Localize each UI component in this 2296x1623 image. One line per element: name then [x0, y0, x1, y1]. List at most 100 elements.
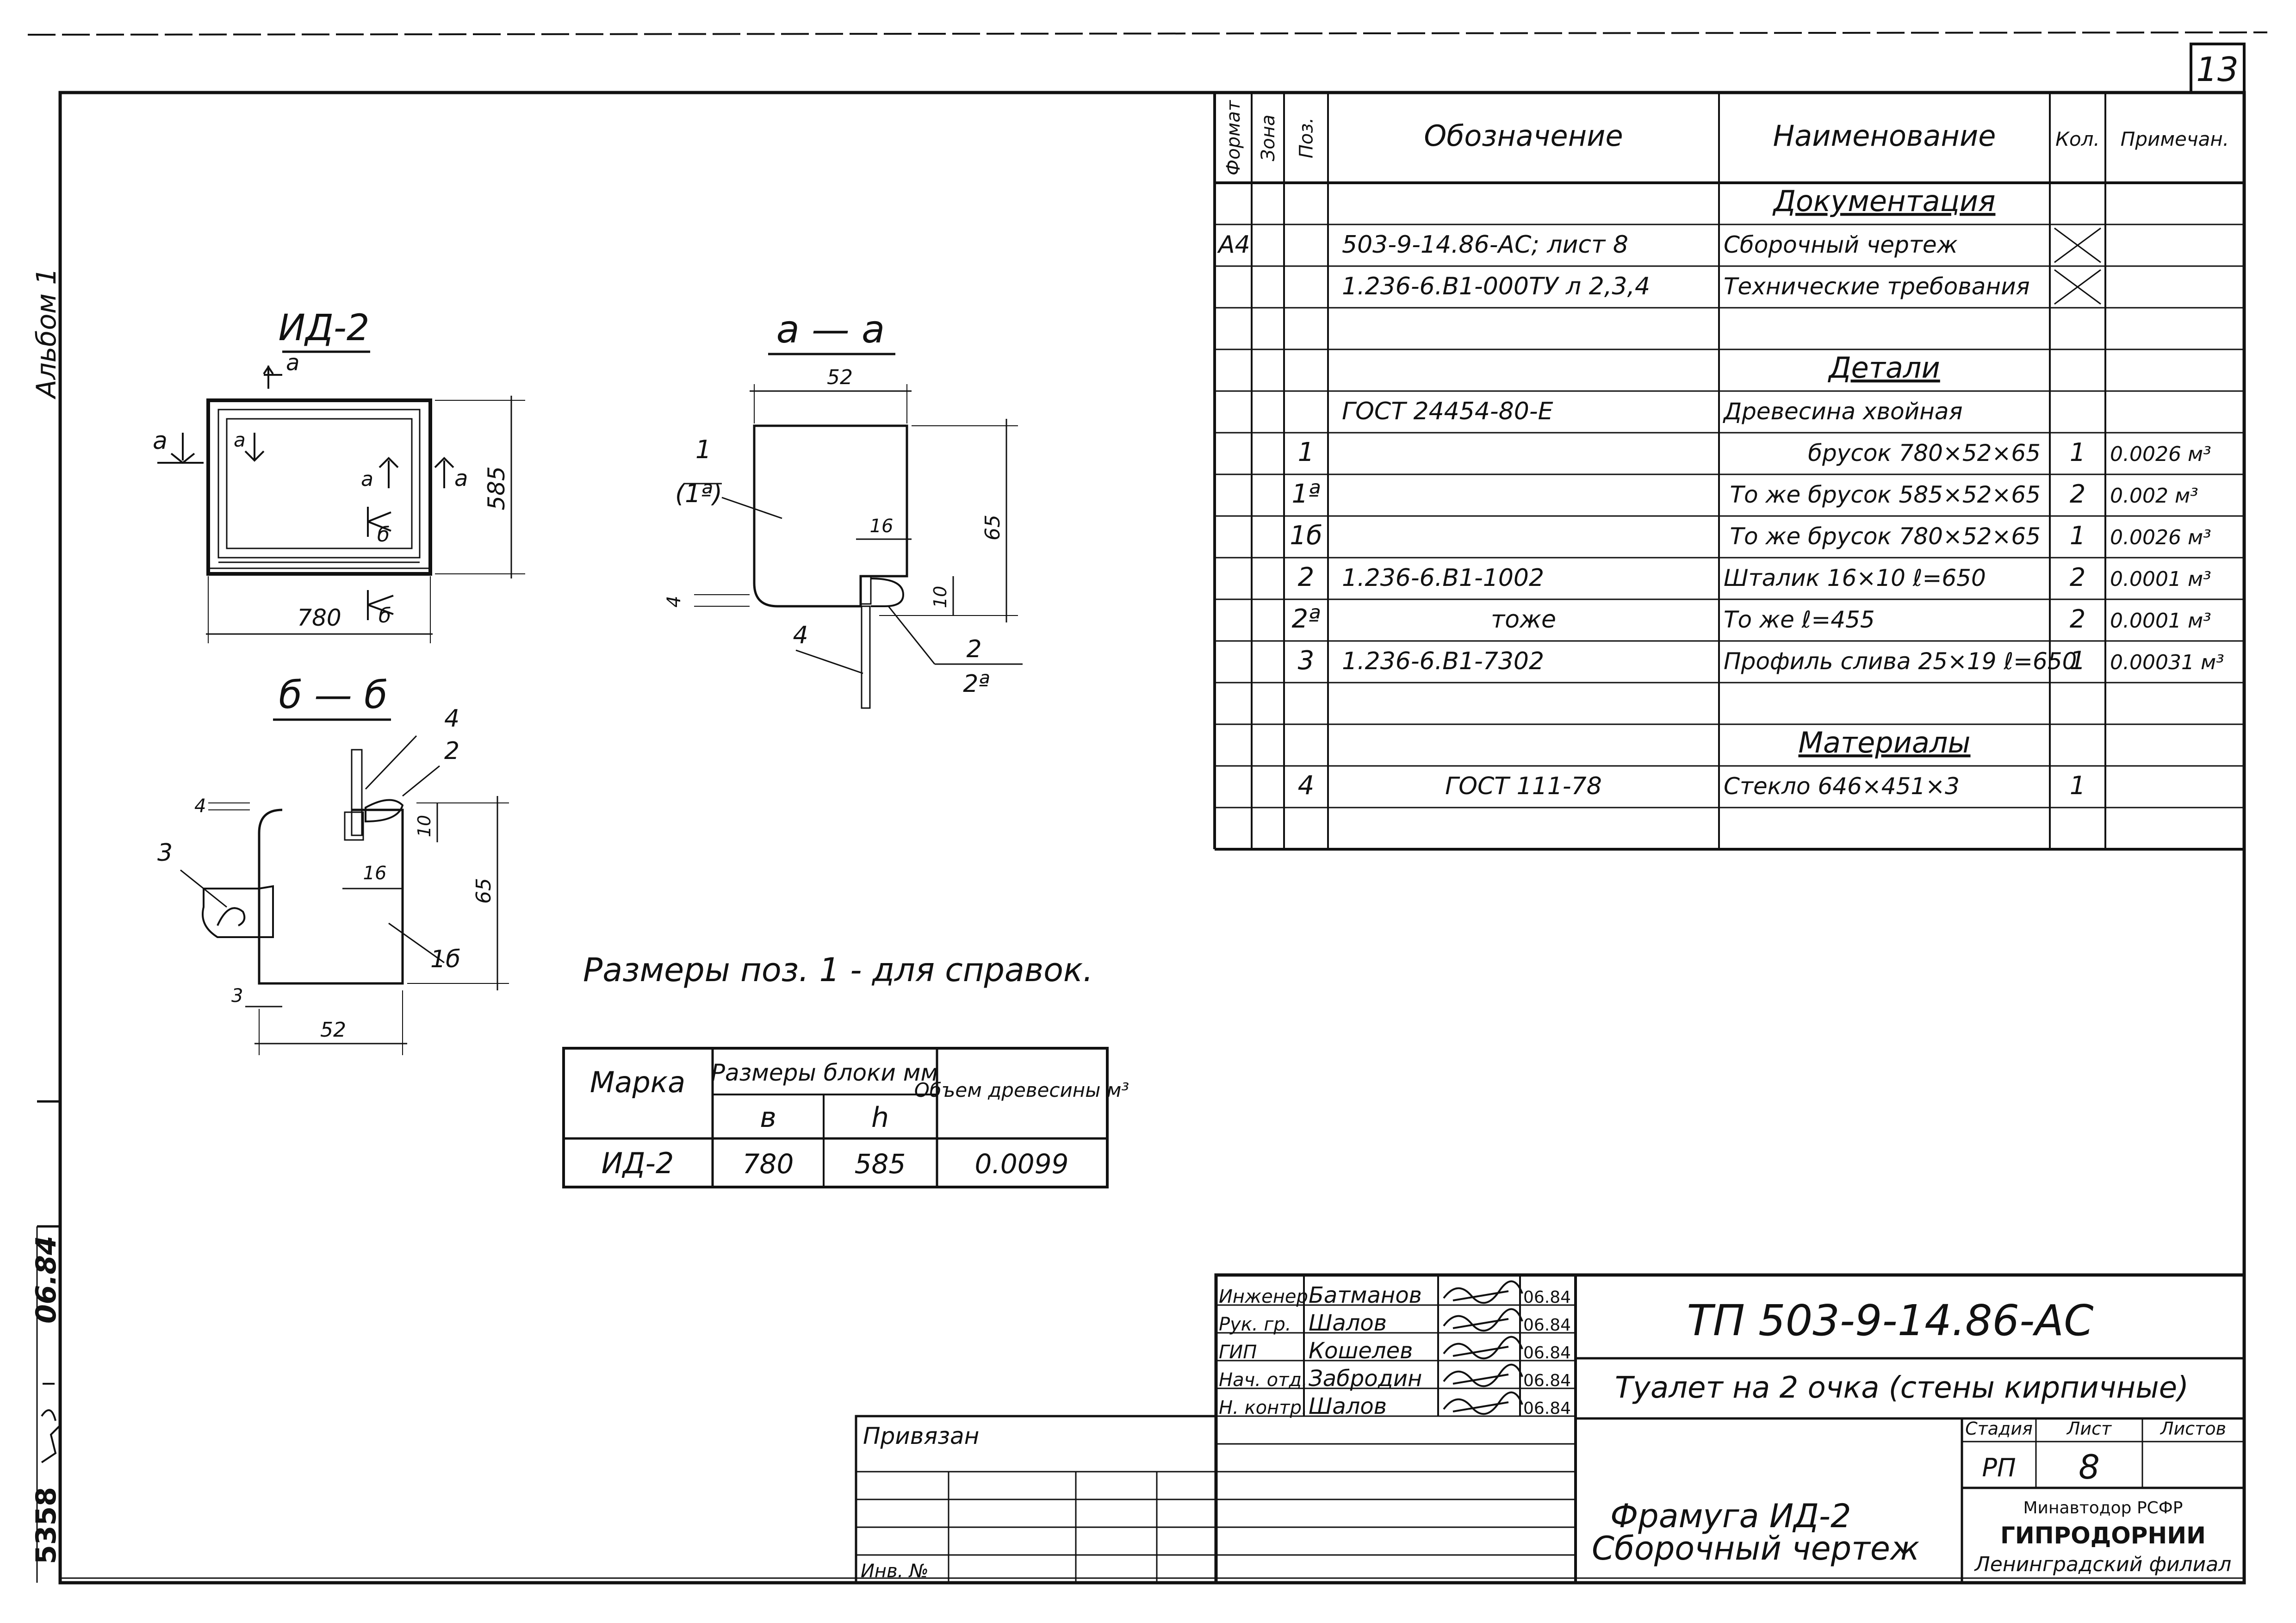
spec-note: 0.0001 м³	[2110, 609, 2211, 633]
spec-section-title: Документация	[1772, 184, 1996, 218]
bb-lbl-3: 3	[157, 839, 173, 867]
org-2: ГИПРОДОРНИИ	[2000, 1522, 2206, 1549]
person-name: Шалов	[1309, 1310, 1387, 1336]
spec-row: Детали	[1827, 351, 1940, 385]
stamp-code: 5358	[30, 1487, 62, 1564]
spec-name: Стекло 646×451×3	[1724, 773, 1960, 800]
spec-name: То же брусок 585×52×65	[1730, 481, 2041, 508]
view-id2-title: ИД-2	[278, 307, 369, 349]
org-3: Ленинградский филиал	[1974, 1553, 2232, 1576]
section-aa: а — а 52 65 16 10 4 1 (1ª) 2 2ª 4	[664, 308, 1023, 709]
privyazan-label: Привязан	[863, 1423, 979, 1449]
bb-dim-10: 10	[414, 815, 434, 837]
stamp-signature	[41, 1383, 61, 1463]
spec-name: Древесина хвойная	[1723, 398, 1963, 425]
dim-585: 585	[483, 466, 510, 510]
aa-dim-52: 52	[827, 366, 853, 389]
spec-pos: 2	[1298, 562, 1315, 592]
aa-dim-16: 16	[870, 516, 894, 537]
stage-value: РП	[1982, 1453, 2016, 1482]
spec-name: Сборочный чертеж	[1724, 231, 1958, 258]
spec-h-zone: Зона	[1258, 115, 1279, 162]
spec-note: 0.0001 м³	[2110, 567, 2211, 591]
spec-qty: 1	[2070, 521, 2085, 550]
spec-section-title: Материалы	[1799, 726, 1971, 759]
spec-qty: 2	[2070, 479, 2085, 509]
bb-lbl-2: 2	[444, 737, 459, 765]
spec-h-name: Наименование	[1773, 119, 1996, 153]
bb-dim-65: 65	[472, 878, 496, 904]
spec-name: Профиль слива 25×19 ℓ=650	[1724, 648, 2077, 675]
sheet-value: 8	[2079, 1448, 2100, 1486]
spec-name: То же ℓ=455	[1724, 606, 1875, 633]
doc-code: ТП 503-9-14.86-АС	[1687, 1296, 2094, 1345]
spec-name: брусок 780×52×65	[1808, 440, 2041, 466]
bb-dim-3: 3	[231, 985, 243, 1007]
aa-dim-10: 10	[930, 586, 950, 608]
spec-format: А4	[1217, 231, 1250, 259]
title-block-text: ТП 503-9-14.86-АС Туалет на 2 очка (стен…	[861, 1296, 2231, 1582]
spec-pos: 4	[1298, 771, 1315, 801]
spec-name: Технические требования	[1724, 273, 2030, 300]
cut-b-in: б	[377, 523, 390, 547]
aa-dim-4: 4	[664, 596, 685, 607]
block-h-b: в	[760, 1101, 776, 1134]
aa-lbl-2a: 2ª	[963, 670, 990, 698]
sheet-number: 13	[2196, 50, 2239, 89]
spec-pos: 1	[1298, 437, 1315, 467]
spec-h-designation: Обозначение	[1424, 119, 1623, 153]
block-b: 780	[743, 1148, 794, 1180]
handwritten-signature	[1443, 1363, 1523, 1387]
cross-mark	[2054, 269, 2101, 305]
cut-b-bottom: б	[379, 604, 391, 628]
bb-lbl-1b: 1б	[430, 945, 460, 973]
aa-lbl-1a: (1ª)	[675, 479, 722, 508]
aa-lbl-2: 2	[966, 635, 981, 663]
view-id2: ИД-2 780 585 а а а а а б б	[153, 307, 525, 643]
spec-h-format: Формат	[1223, 99, 1244, 175]
spec-qty: 2	[2070, 563, 2085, 592]
spec-designation: ГОСТ 111-78	[1445, 772, 1602, 800]
aa-dim-65: 65	[981, 515, 1005, 541]
section-aa-title: а — а	[776, 308, 885, 352]
spec-designation: 503-9-14.86-АС; лист 8	[1342, 231, 1628, 259]
cross-mark	[2054, 227, 2101, 263]
section-bb-title: б — б	[279, 673, 387, 717]
inv-label: Инв. №	[861, 1561, 929, 1582]
spec-name: Шталик 16×10 ℓ=650	[1724, 565, 1986, 591]
spec-designation: ГОСТ 24454-80-Е	[1342, 398, 1553, 425]
spec-note: 0.002 м³	[2110, 484, 2198, 508]
spec-note: 0.00031 м³	[2110, 651, 2224, 674]
dimension-note: Размеры поз. 1 - для справок.	[583, 951, 1093, 989]
sign-date: 06.84	[1523, 1343, 1571, 1362]
stage-header: Стадия	[1965, 1418, 2033, 1439]
spec-pos: 2ª	[1291, 604, 1320, 634]
handwritten-signature	[1443, 1336, 1523, 1360]
spec-note: 0.0026 м³	[2110, 442, 2211, 466]
role: Рук. гр.	[1219, 1314, 1291, 1335]
album-label: Альбом 1	[31, 268, 62, 400]
spec-row: 4 ГОСТ 111-78 Стекло 646×451×3 1	[1298, 771, 2086, 801]
spec-qty: 1	[2070, 771, 2085, 800]
sign-date: 06.84	[1523, 1399, 1571, 1418]
aa-lbl-1: 1	[695, 435, 711, 464]
block-vol: 0.0099	[975, 1148, 1069, 1180]
drawing-name-2: Сборочный чертеж	[1592, 1530, 1919, 1567]
bb-dim-52: 52	[320, 1018, 346, 1042]
block-h-dims: Размеры блоки мм	[711, 1059, 938, 1086]
spec-designation: 1.236-6.В1-1002	[1342, 564, 1544, 592]
spec-h-note: Примечан.	[2121, 128, 2229, 150]
spec-row: А4 503-9-14.86-АС; лист 8 Сборочный чертеж	[1217, 227, 2101, 263]
person-name: Батманов	[1309, 1282, 1422, 1308]
handwritten-signature	[1443, 1280, 1523, 1304]
cut-a-in: а	[234, 429, 246, 451]
